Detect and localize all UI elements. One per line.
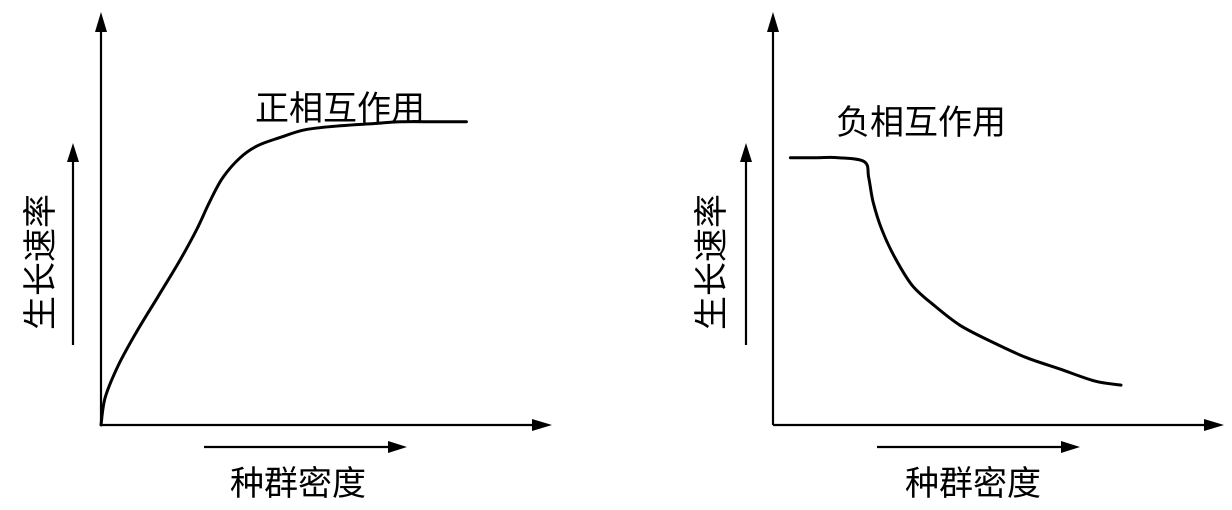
x-label-arrow-head xyxy=(1061,441,1080,453)
x-axis-arrow xyxy=(532,419,552,431)
x-axis-label: 种群密度 xyxy=(230,464,366,504)
y-label-arrow-head xyxy=(67,143,79,162)
panel-negative: 负相互作用 种群密度 生长速率 xyxy=(692,12,1224,504)
series-line xyxy=(788,155,1123,387)
x-axis-arrow xyxy=(1204,419,1224,431)
y-axis-arrow xyxy=(767,12,779,32)
series-line xyxy=(99,120,468,427)
annotation: 正相互作用 xyxy=(255,89,425,129)
x-axis-label: 种群密度 xyxy=(905,464,1041,504)
annotation: 负相互作用 xyxy=(836,103,1006,143)
panel-positive: 正相互作用 种群密度 生长速率 xyxy=(21,12,552,504)
y-label-arrow-head xyxy=(740,143,752,162)
y-axis-arrow xyxy=(95,12,107,32)
y-axis-label: 生长速率 xyxy=(692,194,732,330)
x-label-arrow-head xyxy=(388,441,407,453)
y-axis-label: 生长速率 xyxy=(21,194,61,330)
